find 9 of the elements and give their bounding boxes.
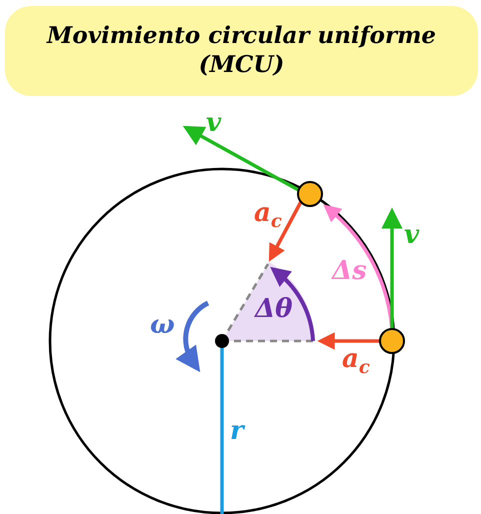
title-banner: Movimiento circular uniforme (MCU) xyxy=(5,6,478,96)
arc-length-label: Δs xyxy=(332,258,367,284)
velocity-label: v xyxy=(404,222,420,248)
velocity-label: v xyxy=(206,110,222,136)
angular-velocity-label: ω xyxy=(150,312,175,338)
angle-label: Δθ xyxy=(255,296,293,322)
acceleration-label: a$_{c}$ xyxy=(342,346,370,377)
acceleration-label: a$_{c}$ xyxy=(254,200,282,231)
radius-label: r xyxy=(230,418,244,444)
